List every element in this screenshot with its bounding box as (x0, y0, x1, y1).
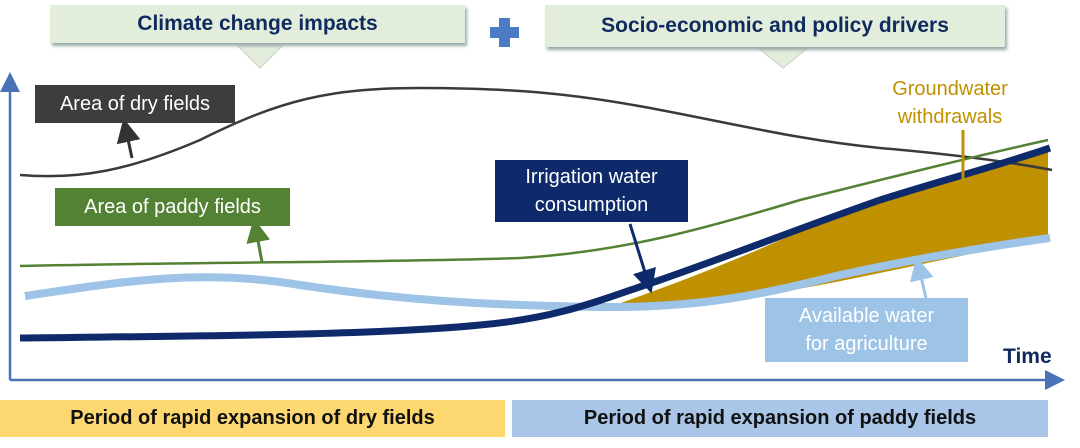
time-axis-label: Time (1003, 345, 1052, 368)
period-paddy-fields: Period of rapid expansion of paddy field… (512, 400, 1048, 437)
groundwater-label: Groundwater withdrawals (860, 74, 1040, 132)
paddy-pointer-arrow (246, 218, 271, 263)
irrigation-label-line2: consumption (534, 194, 649, 216)
header-arrow-socio (756, 47, 810, 69)
dry-fields-curve (19, 86, 1053, 178)
plus-icon (490, 18, 519, 47)
available-label-line2: for agriculture (805, 333, 928, 355)
period-dry-fields: Period of rapid expansion of dry fields (0, 400, 505, 437)
irrigation-label-line1: Irrigation water (525, 166, 658, 188)
groundwater-area (615, 148, 1048, 305)
available-label-line1: Available water (798, 305, 935, 327)
paddy-fields-curve (19, 138, 1049, 268)
irrigation-label: Irrigation water consumption (495, 160, 688, 222)
groundwater-label-line1: Groundwater (892, 78, 1008, 100)
socio-drivers-header: Socio-economic and policy drivers (545, 5, 1005, 47)
groundwater-label-line2: withdrawals (897, 106, 1003, 128)
dry-pointer-arrow (116, 118, 141, 159)
paddy-fields-label: Area of paddy fields (55, 188, 290, 226)
climate-impacts-header: Climate change impacts (50, 5, 465, 43)
available-water-label: Available water for agriculture (765, 298, 968, 362)
header-arrow-climate (236, 45, 284, 69)
irrigation-pointer-arrow (628, 223, 656, 294)
dry-fields-label: Area of dry fields (35, 85, 235, 123)
available-pointer-arrow (910, 256, 934, 299)
